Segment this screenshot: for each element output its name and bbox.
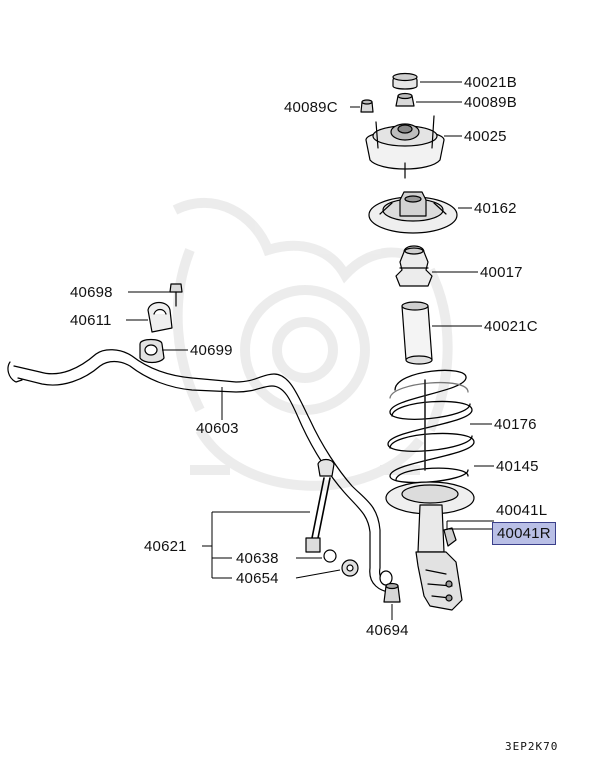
- cap-40021B: [392, 72, 418, 90]
- label-40089B[interactable]: 40089B: [464, 94, 517, 111]
- diagram-code: 3EP2K70: [505, 740, 559, 753]
- label-40041L[interactable]: 40041L: [496, 502, 548, 519]
- label-40145[interactable]: 40145: [496, 458, 539, 475]
- bushing-40654: [341, 559, 359, 577]
- strut-assembly-40041: [385, 481, 475, 611]
- label-40621[interactable]: 40621: [144, 538, 187, 555]
- washer-40638: [323, 549, 337, 563]
- label-40089C[interactable]: 40089C: [284, 99, 338, 116]
- stabilizer-link-40621: [305, 458, 335, 553]
- bushing-40699: [139, 338, 165, 364]
- label-40017[interactable]: 40017: [480, 264, 523, 281]
- label-40021B[interactable]: 40021B: [464, 74, 517, 91]
- stabilizer-bar-40603: [7, 349, 393, 593]
- label-40638[interactable]: 40638: [236, 550, 279, 567]
- label-40694[interactable]: 40694: [366, 622, 409, 639]
- label-40176[interactable]: 40176: [494, 416, 537, 433]
- spring-seat-40162: [368, 191, 458, 234]
- label-40654[interactable]: 40654: [236, 570, 279, 587]
- bracket-40611: [147, 301, 173, 333]
- label-40698[interactable]: 40698: [70, 284, 113, 301]
- dust-boot-40021C: [401, 301, 433, 365]
- watermark-emblem: [172, 197, 453, 491]
- label-40041R-highlighted[interactable]: 40041R: [492, 522, 556, 545]
- bolt-40698: [169, 283, 183, 307]
- nut-40089B: [395, 92, 415, 107]
- strut-mount-40025: [365, 115, 445, 179]
- nut-40694: [383, 582, 401, 603]
- label-40603[interactable]: 40603: [196, 420, 239, 437]
- label-40021C[interactable]: 40021C: [484, 318, 538, 335]
- label-40611[interactable]: 40611: [70, 312, 112, 329]
- label-40025[interactable]: 40025: [464, 128, 507, 145]
- nut-40089C: [360, 99, 374, 113]
- leader-lines: [126, 81, 494, 620]
- label-40162[interactable]: 40162: [474, 200, 517, 217]
- label-40699[interactable]: 40699: [190, 342, 233, 359]
- bump-stop-40017: [395, 245, 433, 287]
